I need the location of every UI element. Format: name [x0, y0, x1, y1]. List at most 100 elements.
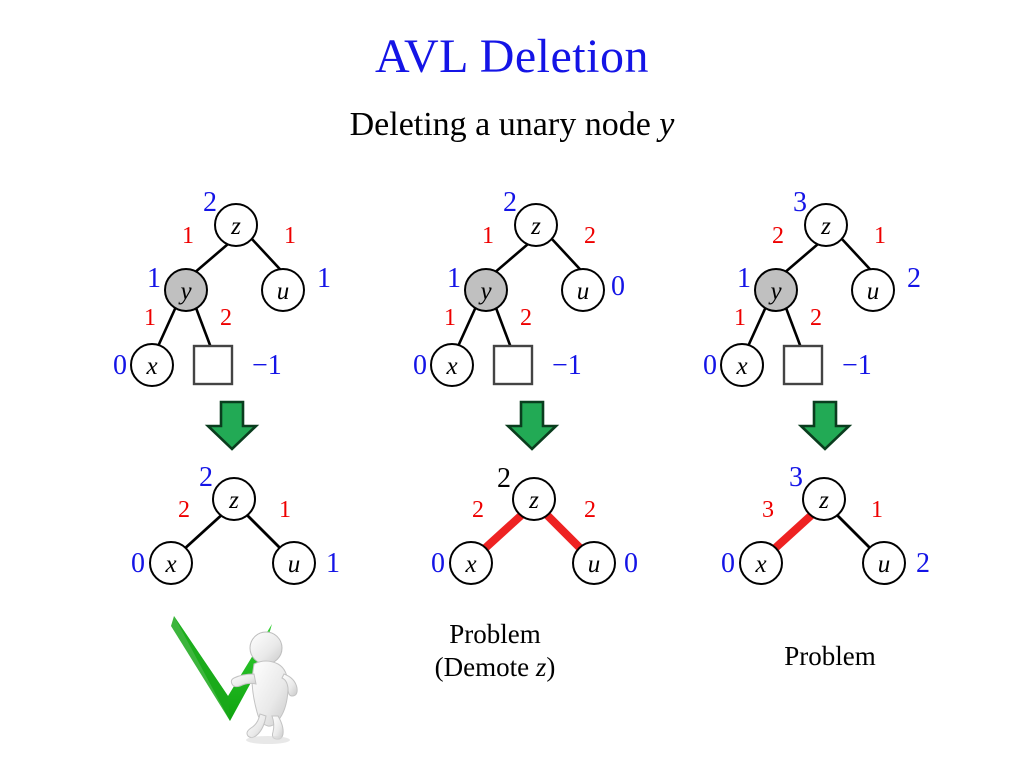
caption-demote-suffix: ): [546, 651, 556, 682]
rank-z: 2: [503, 187, 517, 218]
edge-z-u: [832, 510, 874, 552]
edge-weight-y-null: 2: [520, 305, 532, 331]
caption-demote-var: z: [535, 651, 547, 682]
node-u: [862, 541, 906, 585]
edge-weight-z-u: 1: [874, 223, 886, 249]
rank-null: −1: [842, 350, 872, 381]
rank-u: 2: [916, 548, 930, 579]
node-x: [149, 541, 193, 585]
node-x-label: x: [754, 551, 766, 578]
edge-weight-z-u: 1: [871, 497, 883, 523]
node-x-label: x: [735, 353, 747, 380]
edge-weight-y-null: 2: [220, 305, 232, 331]
node-y-label: y: [477, 278, 492, 305]
edge-weight-y-x: 1: [444, 305, 456, 331]
node-y: [464, 268, 508, 312]
down-arrow-icon-3: [797, 400, 853, 451]
edge-weight-z-x: 2: [178, 497, 190, 523]
rank-z: 3: [793, 187, 807, 218]
edge-weight-z-u: 2: [584, 497, 596, 523]
rank-null: −1: [552, 350, 582, 381]
edge-weight-y-x: 1: [144, 305, 156, 331]
node-z-label: z: [228, 487, 239, 514]
caption-col-2-line2: (Demote z): [400, 651, 590, 684]
edge-weight-y-null: 2: [810, 305, 822, 331]
subtitle-text: Deleting a unary node: [349, 106, 660, 143]
subtitle-italic-var: y: [659, 106, 675, 143]
caption-col-2: Problem (Demote z): [400, 618, 590, 684]
node-y-label: y: [177, 278, 192, 305]
node-z-label: z: [230, 213, 241, 240]
rank-u: 1: [317, 263, 331, 294]
node-x: [739, 541, 783, 585]
node-null-square: [492, 344, 534, 386]
arrow-shape: [204, 400, 260, 451]
page-title: AVL Deletion: [375, 30, 649, 83]
rank-y: 1: [737, 263, 751, 294]
node-z: [212, 477, 256, 521]
rank-u: 0: [611, 271, 625, 302]
arrow-shape: [797, 400, 853, 451]
green-check-figure-icon: [171, 616, 298, 744]
rank-z: 3: [789, 462, 803, 493]
page-subtitle: Deleting a unary node y: [0, 107, 1024, 143]
node-y: [164, 268, 208, 312]
node-y-label: y: [767, 278, 782, 305]
tree-after-col-2: z x u 2 0 0 2 2: [431, 463, 638, 585]
node-u: [561, 268, 605, 312]
node-x: [449, 541, 493, 585]
node-z: [214, 203, 258, 247]
edge-weight-z-x: 3: [762, 497, 774, 523]
rank-u: 1: [326, 548, 340, 579]
node-u-label: u: [867, 278, 880, 305]
node-u: [851, 268, 895, 312]
node-null-square: [192, 344, 234, 386]
node-u: [572, 541, 616, 585]
rank-z: 2: [199, 462, 213, 493]
caption-col-2-line1: Problem: [449, 619, 541, 649]
tree-before-col-3: z y u x 3 1 2 0 −1 2 1 1 2: [703, 187, 921, 387]
node-u: [272, 541, 316, 585]
rank-z: 2: [497, 463, 511, 494]
edge-weight-y-x: 1: [734, 305, 746, 331]
node-z: [512, 477, 556, 521]
edge-weight-z-u: 2: [584, 223, 596, 249]
caption-demote-prefix: (Demote: [434, 651, 536, 682]
node-z-label: z: [820, 213, 831, 240]
node-u-label: u: [588, 551, 601, 578]
edge-z-u-highlighted: [540, 508, 586, 554]
edge-weight-z-y: 1: [482, 223, 494, 249]
tree-after-col-3: z x u 3 0 2 3 1: [721, 462, 930, 585]
node-x-label: x: [445, 353, 457, 380]
rank-x: 0: [113, 350, 127, 381]
tree-before-col-1: z y u x 2 1 1 0 −1 1 1 1 2: [113, 187, 331, 387]
node-u-label: u: [277, 278, 290, 305]
edge-z-x-highlighted: [479, 508, 529, 554]
node-x: [720, 343, 764, 387]
node-z: [804, 203, 848, 247]
node-u: [261, 268, 305, 312]
edge-weight-z-x: 2: [472, 497, 484, 523]
rank-x: 0: [131, 548, 145, 579]
node-x-label: x: [164, 551, 176, 578]
node-x-label: x: [464, 551, 476, 578]
edge-weight-z-u: 1: [284, 223, 296, 249]
edge-weight-z-y: 1: [182, 223, 194, 249]
rank-x: 0: [413, 350, 427, 381]
rank-x: 0: [703, 350, 717, 381]
node-x: [130, 343, 174, 387]
rank-u: 2: [907, 263, 921, 294]
tree-before-col-2: z y u x 2 1 0 0 −1 1 2 1 2: [413, 187, 625, 387]
tree-after-col-1: z x u 2 0 1 2 1: [131, 462, 340, 585]
rank-x: 0: [721, 548, 735, 579]
node-z-label: z: [530, 213, 541, 240]
node-z-label: z: [528, 487, 539, 514]
node-y: [754, 268, 798, 312]
down-arrow-icon-1: [204, 400, 260, 451]
caption-col-3: Problem: [700, 640, 960, 673]
node-u-label: u: [878, 551, 891, 578]
edge-z-x: [181, 509, 227, 553]
rank-x: 0: [431, 548, 445, 579]
rank-y: 1: [447, 263, 461, 294]
node-z-label: z: [818, 487, 829, 514]
